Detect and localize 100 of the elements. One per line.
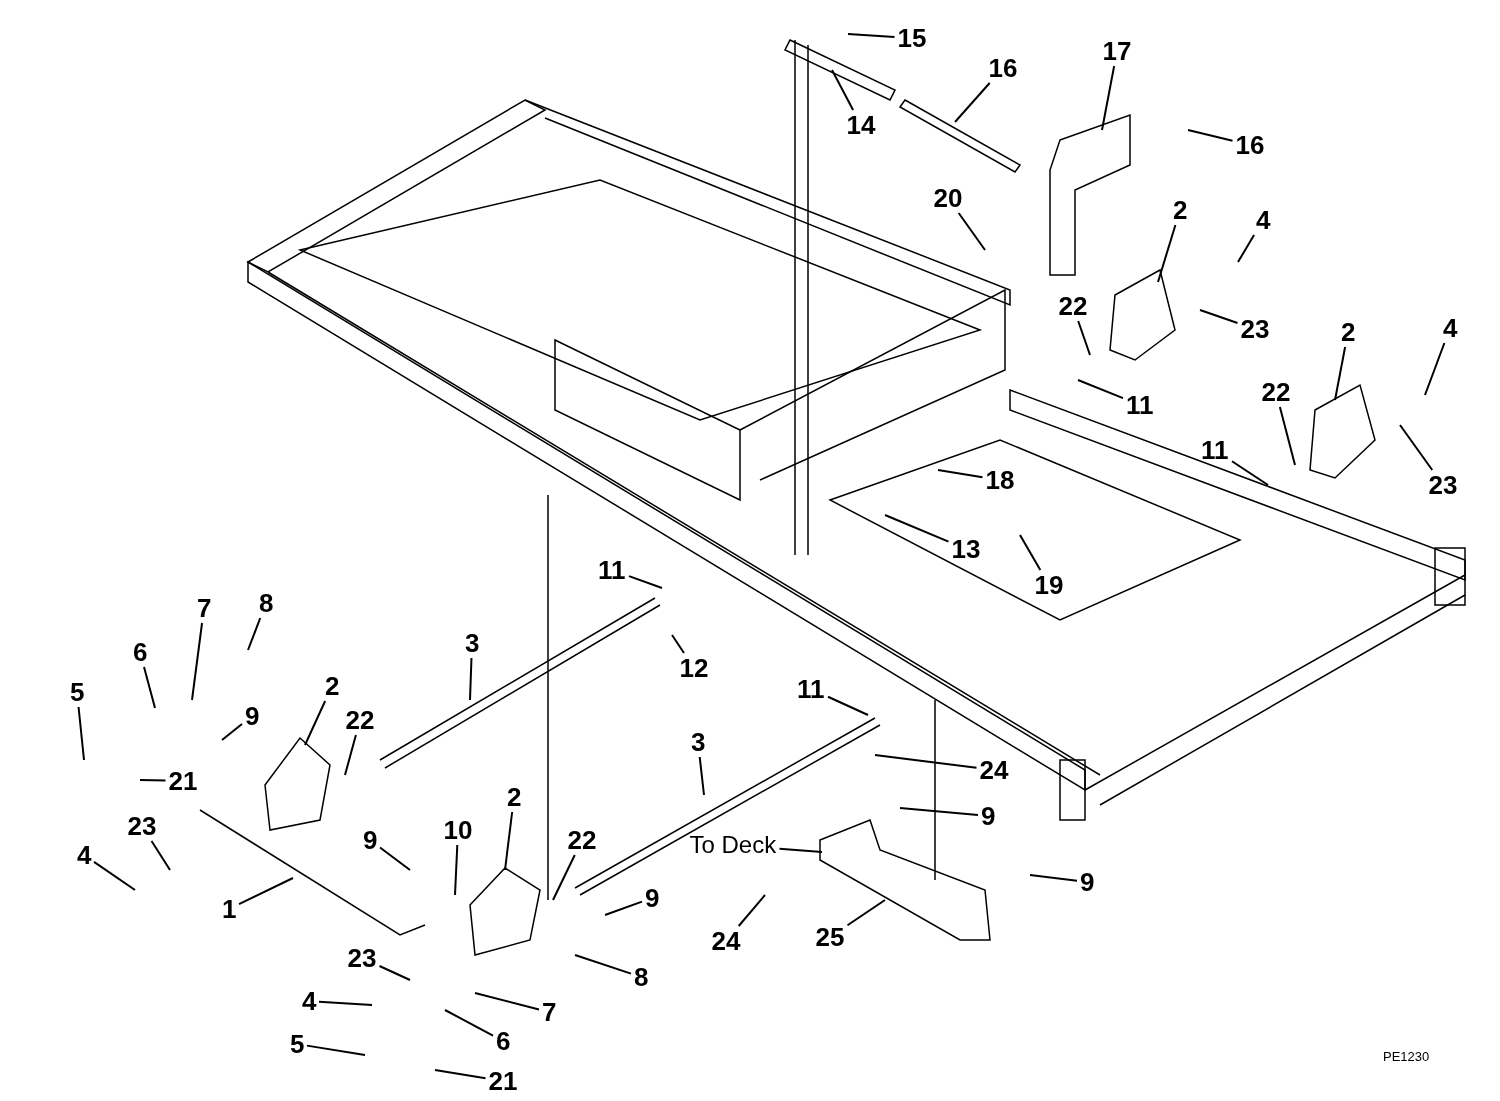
leader-line (778, 847, 823, 853)
leader-line (469, 657, 473, 701)
callout-number: 11 (1125, 391, 1155, 419)
callout-number: 1 (221, 895, 238, 923)
leader-line (874, 754, 978, 769)
callout-number: 24 (710, 927, 742, 955)
callout-number: 2 (324, 672, 341, 700)
callout-number: 23 (1427, 471, 1459, 499)
leader-line (1399, 424, 1434, 471)
callout-number: 5 (289, 1030, 306, 1058)
leader-line (504, 811, 514, 871)
callout-number: 8 (258, 589, 275, 617)
callout-number: 14 (845, 111, 877, 139)
callout-number: 23 (346, 944, 378, 972)
leader-line (378, 965, 411, 981)
leader-line (221, 723, 243, 741)
callout-number: 6 (495, 1027, 512, 1055)
leader-line (247, 617, 262, 651)
leader-line (77, 706, 85, 761)
callout-number: 8 (633, 963, 650, 991)
leader-line (1019, 534, 1042, 571)
callout-number: 4 (76, 841, 93, 869)
leader-line (304, 700, 327, 746)
leader-line (434, 1069, 487, 1080)
callout-number: 2 (1172, 196, 1189, 224)
leader-line (827, 695, 869, 716)
callout-number: 12 (678, 654, 710, 682)
leader-line (846, 899, 886, 927)
callout-number: 2 (1340, 318, 1357, 346)
leader-line (737, 894, 766, 927)
callout-number: 3 (464, 629, 481, 657)
leader-line (671, 634, 685, 654)
leader-line (1334, 346, 1347, 401)
leader-line (306, 1044, 366, 1056)
callout-number: 11 (597, 556, 627, 584)
leader-line (884, 514, 950, 543)
leader-line (1157, 224, 1177, 283)
leader-line (143, 666, 156, 709)
callout-number: 16 (987, 54, 1019, 82)
leader-line (1424, 342, 1446, 396)
drawing-number: PE1230 (1383, 1049, 1430, 1064)
leader-line (454, 844, 459, 896)
leader-line (847, 33, 896, 38)
leader-line (474, 992, 540, 1011)
leader-line (344, 734, 357, 776)
callout-number: 25 (814, 923, 846, 951)
callout-number: 22 (1260, 378, 1292, 406)
callout-number: 20 (932, 184, 964, 212)
callout-number: 6 (132, 638, 149, 666)
callout-number: 7 (541, 998, 558, 1026)
callout-number: 21 (487, 1067, 519, 1095)
callout-number: 11 (796, 675, 826, 703)
leader-line (444, 1009, 494, 1037)
leader-line (1231, 460, 1269, 486)
leader-line (552, 854, 576, 901)
leader-line (1029, 874, 1078, 882)
leader-line (1077, 379, 1124, 400)
callout-label: To Deck (688, 831, 778, 859)
leader-line (1278, 406, 1296, 466)
leader-line (1237, 234, 1256, 263)
leader-line (604, 900, 643, 916)
leader-line (628, 575, 663, 589)
callout-number: 9 (980, 802, 997, 830)
callout-number: 4 (1442, 314, 1459, 342)
callout-number: 9 (244, 702, 261, 730)
leader-line (93, 860, 136, 891)
leader-line (1077, 320, 1091, 356)
callout-number: 17 (1101, 37, 1133, 65)
callout-number: 22 (1057, 292, 1089, 320)
leader-line (1101, 65, 1116, 131)
leader-line (191, 622, 204, 701)
leader-line (937, 469, 984, 479)
callout-number: 2 (506, 783, 523, 811)
callout-number: 9 (1079, 868, 1096, 896)
callout-number: 16 (1234, 131, 1266, 159)
callout-number: 22 (344, 706, 376, 734)
leader-line (954, 82, 991, 123)
leader-line (379, 846, 411, 871)
callout-number: 10 (442, 816, 474, 844)
callout-number: 4 (301, 987, 318, 1015)
leader-line (698, 756, 705, 796)
callout-number: 11 (1200, 436, 1230, 464)
leader-line (899, 807, 979, 817)
leader-line (238, 877, 294, 906)
leader-line (957, 212, 986, 251)
leader-line (1187, 129, 1234, 142)
callout-number: 9 (644, 884, 661, 912)
callout-number: 23 (126, 812, 158, 840)
callout-number: 19 (1033, 571, 1065, 599)
leader-line (150, 840, 171, 871)
callout-number: 23 (1239, 315, 1271, 343)
leader-line (318, 1000, 373, 1006)
callout-number: 24 (978, 756, 1010, 784)
leader-line (574, 954, 632, 975)
callout-number: 18 (984, 466, 1016, 494)
callout-number: 9 (362, 826, 379, 854)
callout-number: 3 (690, 728, 707, 756)
callout-number: 21 (167, 767, 199, 795)
callout-number: 22 (566, 826, 598, 854)
callout-number: 5 (69, 678, 86, 706)
